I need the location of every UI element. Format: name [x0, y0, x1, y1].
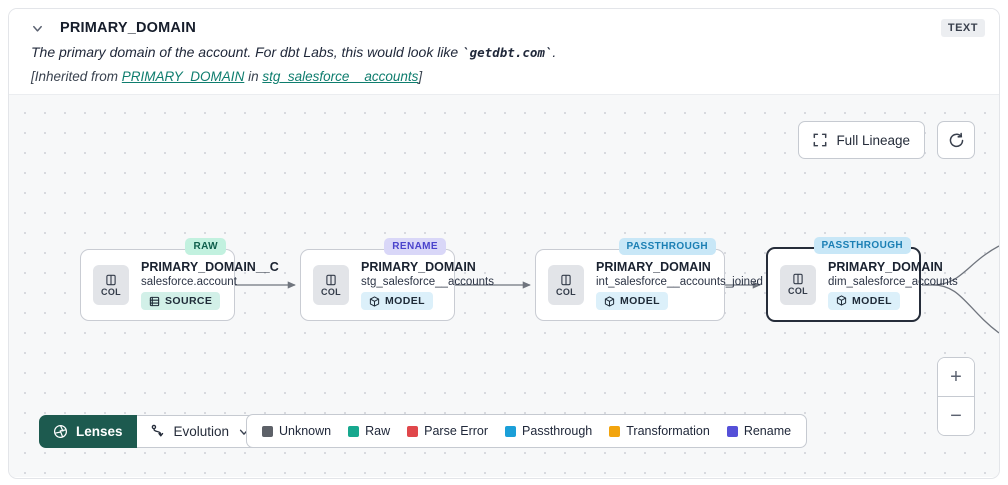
inherited-column-link[interactable]: PRIMARY_DOMAIN: [121, 69, 245, 84]
lens-dropdown[interactable]: Evolution: [136, 415, 265, 448]
column-icon: [561, 274, 571, 285]
page-title: PRIMARY_DOMAIN: [60, 20, 196, 36]
column-description: The primary domain of the account. For d…: [31, 44, 557, 60]
resource-type-badge: MODEL: [828, 291, 900, 310]
full-lineage-button[interactable]: Full Lineage: [798, 121, 925, 159]
expand-icon: [813, 133, 827, 147]
legend-item: Transformation: [609, 424, 710, 438]
lenses-button[interactable]: Lenses: [39, 415, 137, 448]
full-lineage-label: Full Lineage: [836, 132, 910, 148]
column-type-badge: TEXT: [940, 19, 985, 37]
evolution-route-icon: [150, 424, 165, 439]
evolution-tag: RAW: [185, 238, 226, 255]
inherited-from-line: [Inherited from PRIMARY_DOMAIN in stg_sa…: [31, 69, 423, 84]
node-column-name: PRIMARY_DOMAIN__C: [141, 260, 279, 274]
column-icon: [793, 273, 803, 285]
inherited-model-link[interactable]: stg_salesforce__accounts: [262, 69, 419, 84]
node-column-name: PRIMARY_DOMAIN: [361, 260, 476, 274]
divider: [938, 396, 974, 397]
lineage-node-dim-selected[interactable]: PASSTHROUGH COL PRIMARY_DOMAIN dim_sales…: [766, 237, 958, 322]
evolution-tag: PASSTHROUGH: [618, 238, 716, 255]
resource-type-badge: MODEL: [361, 292, 433, 310]
legend-swatch-unknown: [262, 425, 273, 437]
legend-swatch-raw: [348, 425, 360, 437]
node-resource-name: int_salesforce__accounts_joined: [596, 276, 763, 288]
legend-item: Parse Error: [407, 424, 488, 438]
column-icon: [106, 274, 116, 285]
column-chip: COL: [548, 265, 584, 305]
model-icon: [604, 295, 615, 307]
refresh-icon: [948, 132, 965, 149]
resource-type-badge: SOURCE: [141, 292, 221, 310]
column-chip: COL: [313, 265, 349, 305]
node-resource-name: stg_salesforce__accounts: [361, 276, 494, 288]
lineage-canvas[interactable]: Full Lineage RAW COL PRIMARY_DOMAIN__C: [9, 95, 999, 477]
legend-item: Rename: [726, 424, 791, 438]
lineage-panel: PRIMARY_DOMAIN TEXT The primary domain o…: [8, 8, 1000, 479]
zoom-controls: + −: [937, 357, 975, 436]
column-chip: COL: [780, 264, 816, 305]
legend-swatch-passthrough: [505, 425, 517, 437]
legend-item: Unknown: [262, 424, 331, 438]
legend-swatch-parse-error: [407, 425, 419, 437]
node-resource-name: dim_salesforce_accounts: [828, 275, 958, 288]
column-icon: [326, 274, 336, 285]
legend-item: Passthrough: [505, 424, 592, 438]
column-header: PRIMARY_DOMAIN TEXT The primary domain o…: [9, 9, 999, 95]
zoom-out-button[interactable]: −: [938, 397, 974, 435]
legend-item: Raw: [348, 424, 390, 438]
legend-swatch-transformation: [609, 425, 621, 437]
node-resource-name: salesforce.account: [141, 276, 237, 288]
selected-lens-label: Evolution: [173, 424, 230, 439]
code-snippet: `getdbt.com`: [462, 45, 553, 60]
legend-swatch-rename: [726, 425, 738, 437]
lineage-node-staging[interactable]: RENAME COL PRIMARY_DOMAIN stg_salesforce…: [300, 238, 494, 321]
node-column-name: PRIMARY_DOMAIN: [596, 260, 711, 274]
lineage-node-source[interactable]: RAW COL PRIMARY_DOMAIN__C salesforce.acc…: [80, 238, 279, 321]
model-icon: [836, 295, 847, 306]
model-icon: [369, 295, 380, 307]
lineage-node-intermediate[interactable]: PASSTHROUGH COL PRIMARY_DOMAIN int_sales…: [535, 238, 763, 321]
evolution-tag: RENAME: [384, 238, 446, 255]
refresh-button[interactable]: [937, 121, 975, 159]
evolution-tag: PASSTHROUGH: [813, 237, 911, 254]
source-icon: [149, 296, 160, 306]
lenses-label: Lenses: [76, 424, 123, 439]
column-chip: COL: [93, 265, 129, 305]
node-column-name: PRIMARY_DOMAIN: [828, 259, 943, 274]
evolution-legend: Unknown Raw Parse Error Passthrough Tran…: [246, 414, 808, 448]
lens-aperture-icon: [53, 424, 68, 439]
resource-type-badge: MODEL: [596, 292, 668, 310]
collapse-chevron-icon[interactable]: [29, 20, 46, 37]
zoom-in-button[interactable]: +: [938, 358, 974, 396]
